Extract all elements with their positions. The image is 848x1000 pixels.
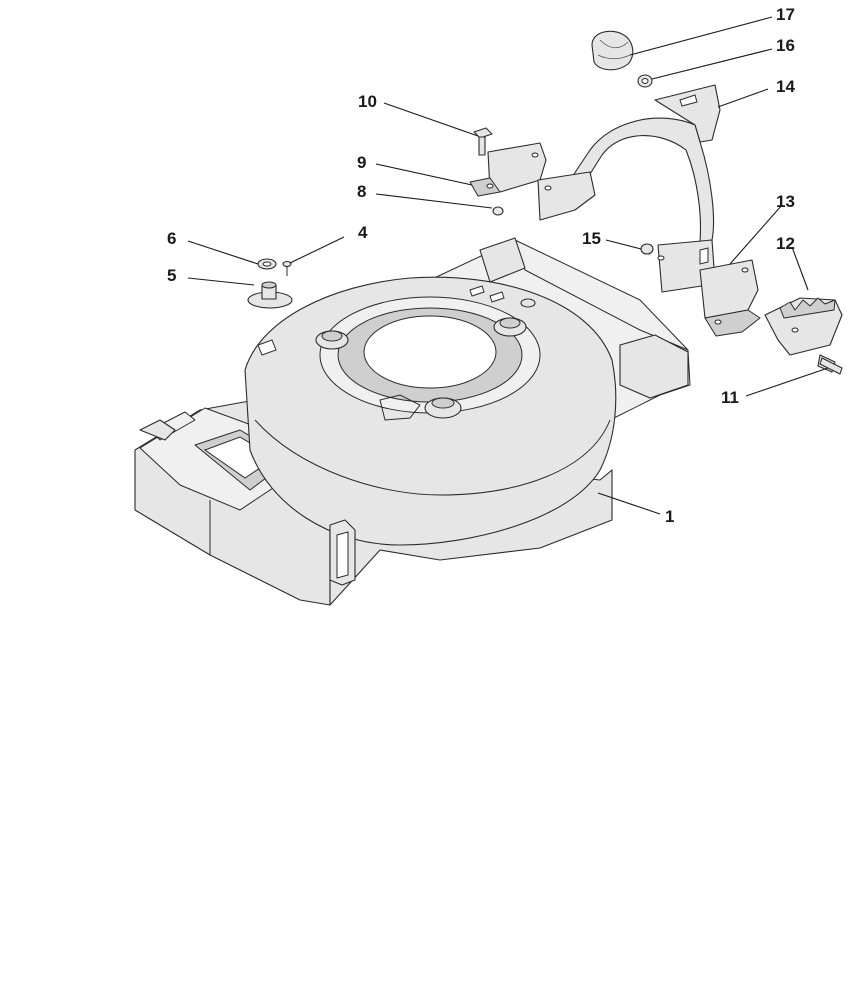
callout-6: 6 [167,229,176,248]
callout-15: 15 [582,229,601,248]
callout-labels: 17 16 14 10 9 8 6 4 5 15 13 12 11 1 [167,5,795,526]
callout-8: 8 [357,182,366,201]
washer-16 [637,74,653,88]
small-screw [282,260,292,276]
deck-bosses [315,298,536,419]
leader-lines [187,16,829,515]
callout-1: 1 [665,507,674,526]
bracket-13 [699,259,761,337]
leader-16 [651,48,773,80]
leader-5 [187,277,255,286]
leader-15 [605,239,642,250]
leader-4 [289,236,345,264]
leader-1 [597,492,661,515]
callout-16: 16 [776,36,795,55]
leader-11 [745,367,829,397]
callout-4: 4 [358,223,368,242]
adjuster-post [247,281,293,309]
callout-11: 11 [721,388,739,407]
bracket-9 [469,142,547,197]
leader-8 [375,193,493,209]
nut-8 [492,206,504,216]
leader-14 [717,88,769,108]
callout-10: 10 [358,92,377,111]
notched-plate-12 [764,297,843,356]
callout-14: 14 [776,77,795,96]
callout-5: 5 [167,266,176,285]
handle-lever [537,84,721,293]
callout-17: 17 [776,5,795,24]
mower-deck [134,237,691,606]
callout-13: 13 [776,192,795,211]
callout-12: 12 [776,234,795,253]
leader-6 [187,240,259,265]
leader-9 [375,163,473,186]
leader-12 [791,246,809,291]
bolt-10 [473,127,493,156]
bolt-11 [817,354,843,375]
callout-9: 9 [357,153,366,172]
leader-13 [729,204,783,265]
leader-10 [383,102,479,137]
knob-17 [591,30,634,71]
leader-17 [629,16,773,56]
washer [257,258,277,270]
nut-15 [640,243,654,255]
